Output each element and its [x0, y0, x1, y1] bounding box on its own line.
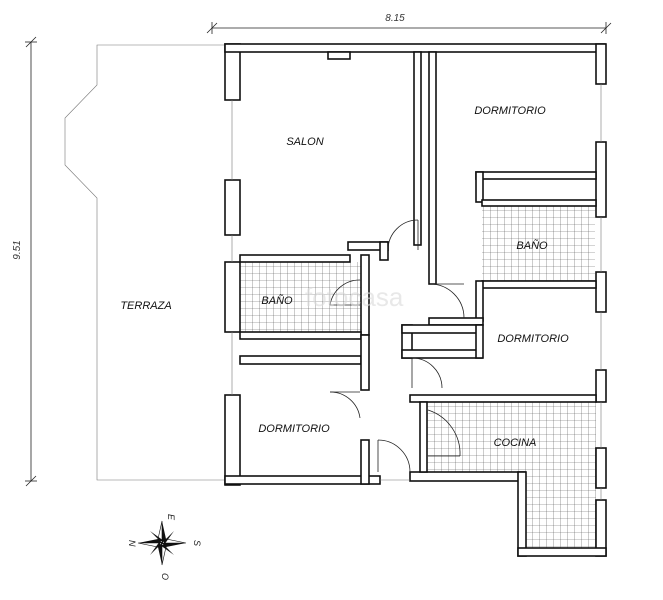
room-label-bano-1: BAÑO [261, 294, 293, 307]
compass-north-label: N [127, 540, 137, 547]
bano-1-floor [240, 262, 361, 332]
width-dimension-label: 8.15 [385, 13, 405, 24]
cocina-floor [427, 399, 596, 548]
room-label-dormitorio-3: DORMITORIO [497, 333, 569, 345]
compass-south-label: S [192, 540, 202, 546]
interior-walls [239, 51, 597, 485]
watermark-text: fotocasa [305, 282, 404, 312]
doors [329, 219, 465, 473]
width-dimension [206, 22, 612, 34]
windows [231, 84, 602, 500]
bano-2-floor [482, 205, 595, 282]
room-label-terraza: TERRAZA [120, 300, 171, 312]
room-label-bano-2: BAÑO [516, 239, 548, 252]
compass-west-label: O [160, 573, 170, 580]
room-label-salon: SALON [286, 136, 323, 148]
compass-east-label: E [166, 514, 176, 521]
room-label-dormitorio-2: DORMITORIO [258, 423, 330, 435]
height-dimension-label: 9.51 [12, 240, 23, 259]
compass-rose-icon [137, 520, 187, 566]
room-label-dormitorio-1: DORMITORIO [474, 105, 546, 117]
height-dimension [25, 36, 37, 487]
terraza-outline [64, 44, 224, 481]
room-label-cocina: COCINA [494, 437, 537, 449]
